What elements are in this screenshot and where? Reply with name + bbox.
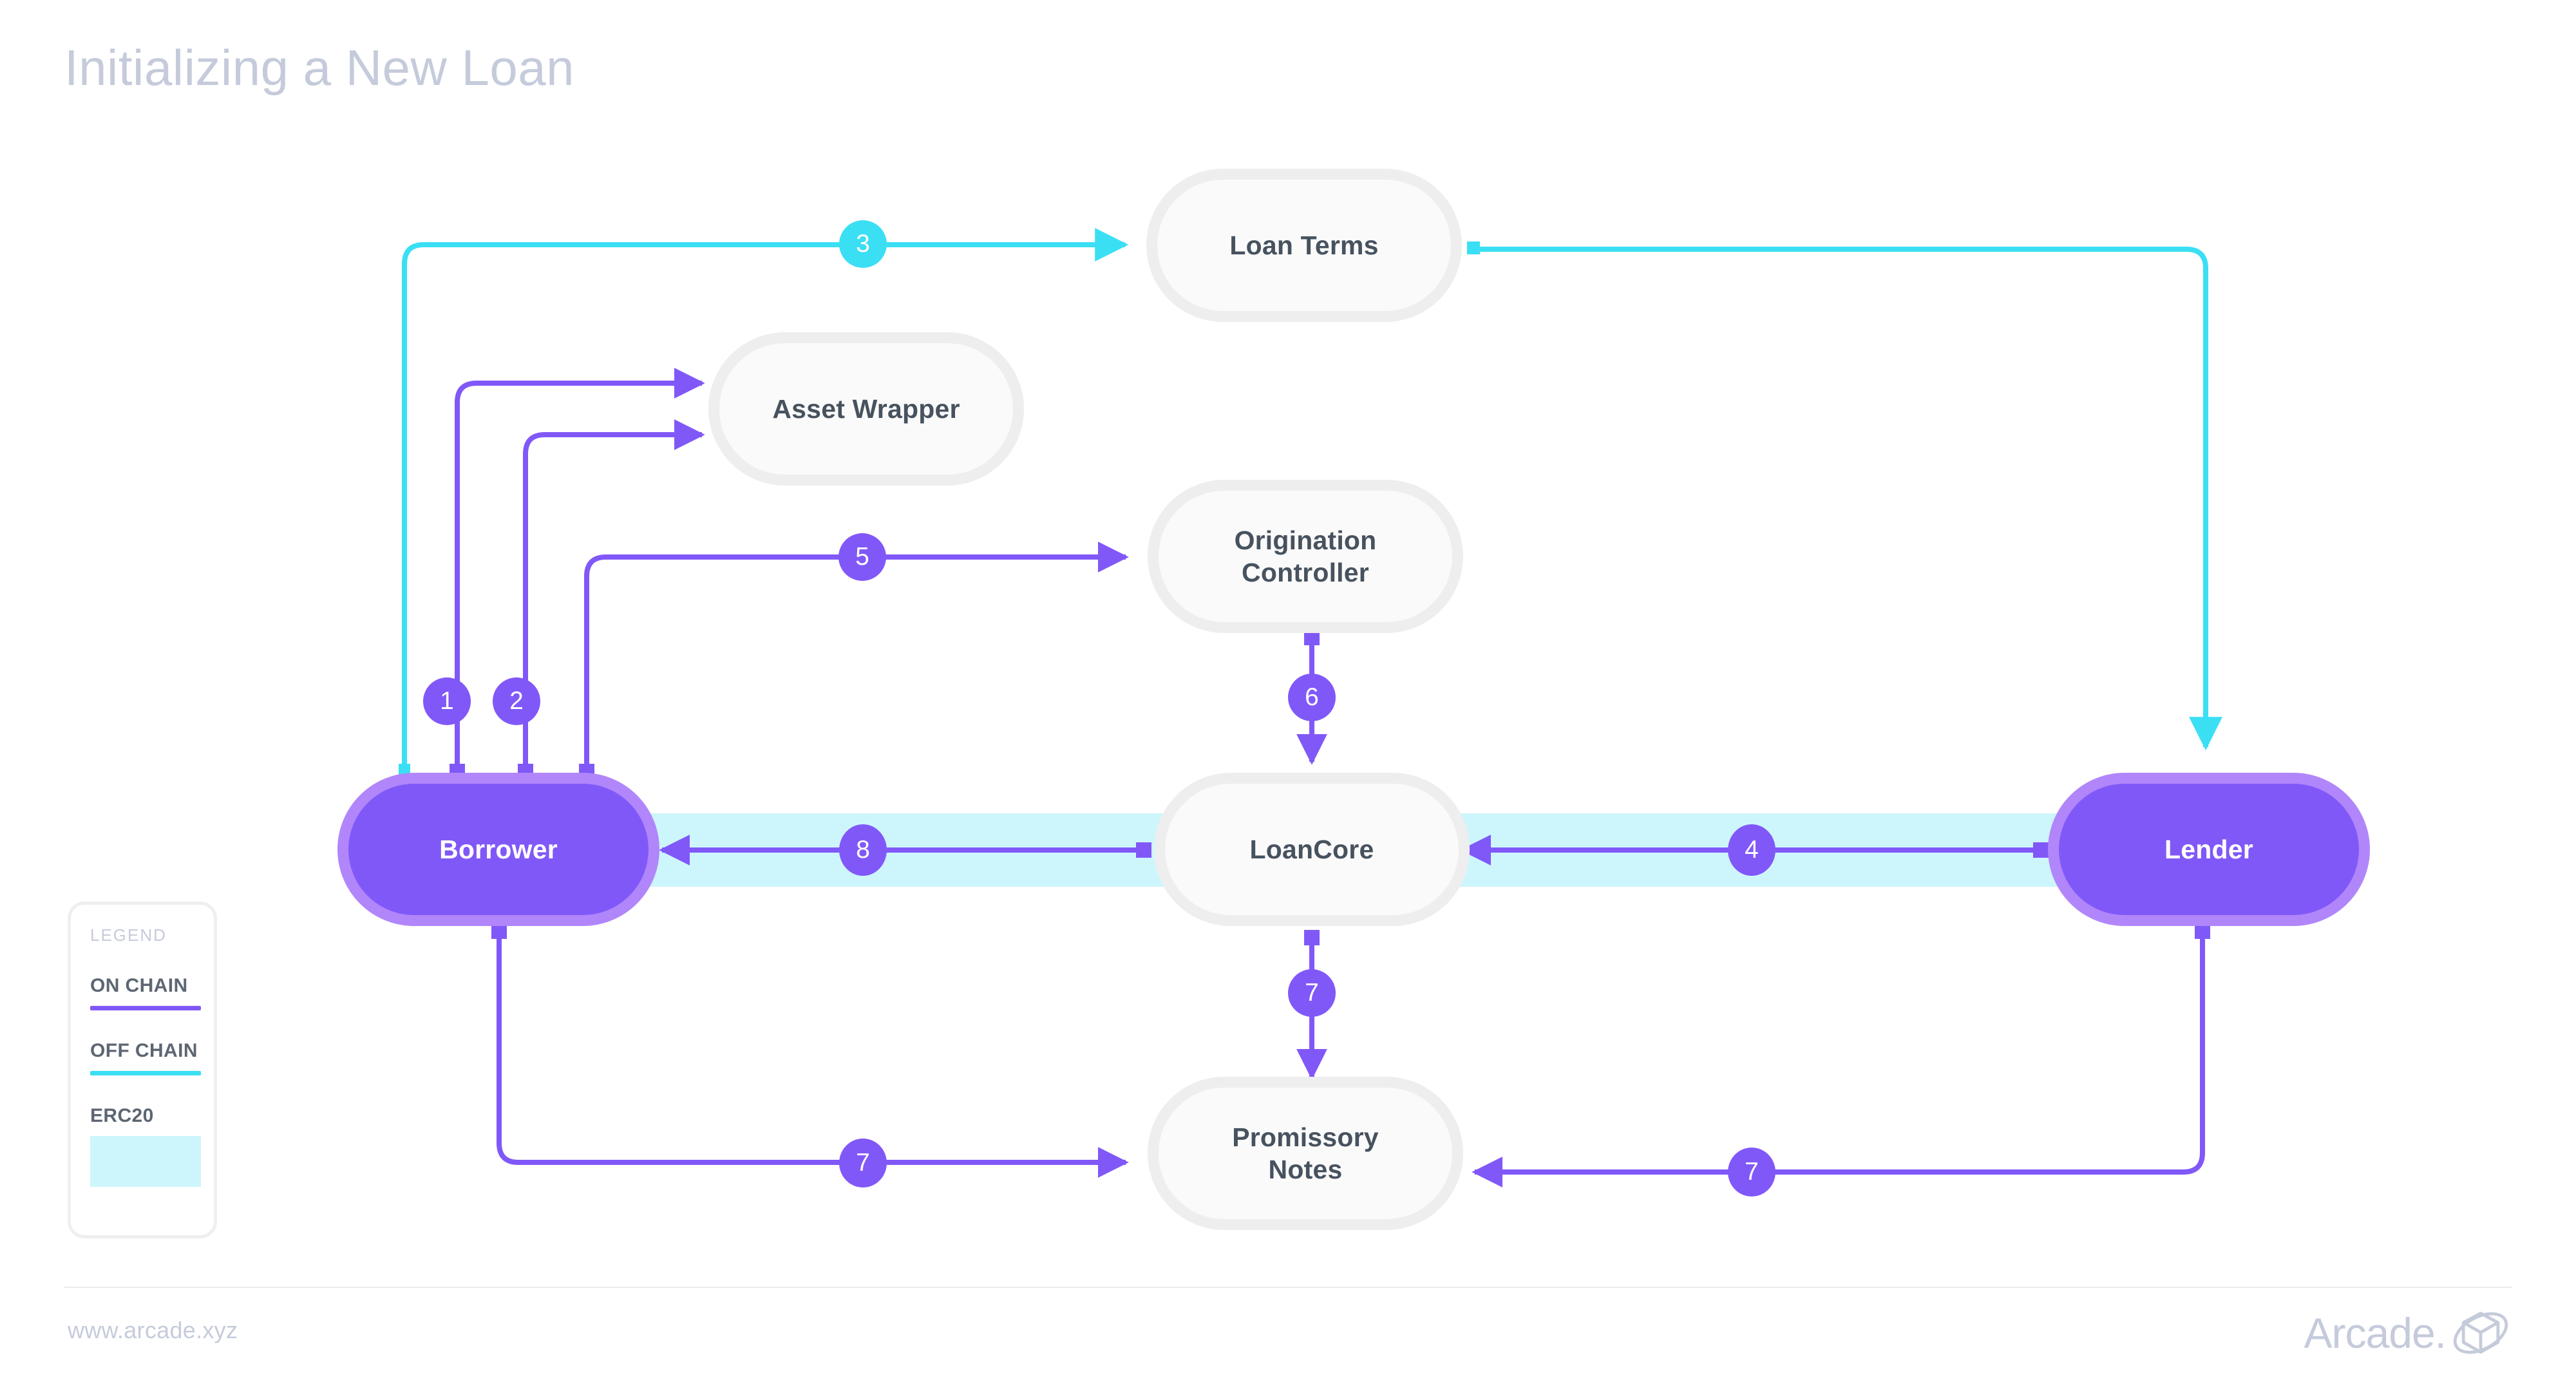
legend-item-erc20: ERC20 (90, 1105, 201, 1187)
edge-1-borrower-to-asset-wrapper (455, 368, 705, 773)
page-title: Initializing a New Loan (64, 39, 574, 96)
edge-3-loan-terms-to-lender (1473, 247, 2222, 751)
node-promissory-notes-label: Promissory Notes (1232, 1122, 1379, 1184)
legend-off-chain-rule (90, 1071, 201, 1075)
step-badge-8-label: 8 (856, 836, 870, 864)
edge-7-lender-to-promissory-notes (1472, 927, 2205, 1187)
node-origination-controller-label: Origination Controller (1234, 525, 1377, 587)
step-badge-1-label: 1 (440, 687, 454, 715)
node-borrower[interactable]: Borrower (337, 773, 659, 926)
footer-divider (64, 1287, 2512, 1288)
step-badge-3[interactable]: 3 (839, 220, 887, 268)
legend-item-on-chain: ON CHAIN (90, 975, 201, 1010)
step-badge-4-label: 4 (1745, 836, 1759, 864)
edge-7-borrower-to-promissory-notes (497, 927, 1129, 1178)
cube-orbit-icon (2450, 1303, 2512, 1363)
node-asset-wrapper-label: Asset Wrapper (772, 393, 960, 424)
edge-5-borrower-to-origination-controller (584, 542, 1129, 773)
legend-item-on-chain-label: ON CHAIN (90, 975, 188, 996)
step-badge-3-label: 3 (856, 230, 870, 258)
node-origination-controller[interactable]: Origination Controller (1148, 480, 1463, 633)
legend-on-chain-rule (90, 1006, 201, 1010)
step-badge-6-label: 6 (1305, 683, 1319, 711)
node-lender[interactable]: Lender (2048, 773, 2370, 926)
step-badge-7-loancore-label: 7 (1305, 979, 1319, 1007)
node-loancore-label: LoanCore (1249, 834, 1374, 864)
step-badge-4[interactable]: 4 (1728, 824, 1776, 876)
node-promissory-notes[interactable]: Promissory Notes (1148, 1077, 1463, 1230)
step-badge-7-borrower[interactable]: 7 (839, 1139, 887, 1187)
node-loan-terms-label: Loan Terms (1229, 230, 1379, 260)
legend-title: LEGEND (90, 925, 167, 945)
step-badge-2[interactable]: 2 (493, 677, 540, 725)
step-badge-5[interactable]: 5 (838, 533, 886, 581)
footer-url[interactable]: www.arcade.xyz (68, 1317, 238, 1343)
step-badge-7-loancore[interactable]: 7 (1288, 969, 1336, 1017)
step-badge-7-lender[interactable]: 7 (1728, 1148, 1776, 1197)
step-badge-6[interactable]: 6 (1288, 674, 1336, 721)
node-loancore[interactable]: LoanCore (1154, 773, 1470, 926)
legend-erc20-swatch (90, 1136, 201, 1187)
node-asset-wrapper[interactable]: Asset Wrapper (708, 332, 1024, 486)
brand-wordmark: Arcade. (2304, 1309, 2447, 1357)
step-badge-7-borrower-label: 7 (856, 1149, 870, 1177)
step-badge-2-label: 2 (509, 687, 524, 715)
step-badge-8[interactable]: 8 (839, 824, 887, 876)
step-badge-7-lender-label: 7 (1745, 1158, 1759, 1186)
legend-panel: LEGEND ON CHAIN OFF CHAIN ERC20 (68, 902, 217, 1238)
step-badge-5-label: 5 (855, 543, 869, 571)
node-loan-terms[interactable]: Loan Terms (1146, 169, 1462, 322)
edge-3-borrower-to-loan-terms (402, 228, 1129, 773)
node-borrower-label: Borrower (439, 834, 558, 864)
legend-item-off-chain-label: OFF CHAIN (90, 1040, 198, 1061)
legend-item-erc20-label: ERC20 (90, 1105, 154, 1126)
legend-item-off-chain: OFF CHAIN (90, 1040, 201, 1075)
node-lender-label: Lender (2164, 834, 2253, 864)
step-badge-1[interactable]: 1 (423, 677, 471, 725)
edge-2-borrower-to-asset-wrapper (523, 419, 705, 773)
brand-logo: Arcade. (2304, 1303, 2512, 1363)
